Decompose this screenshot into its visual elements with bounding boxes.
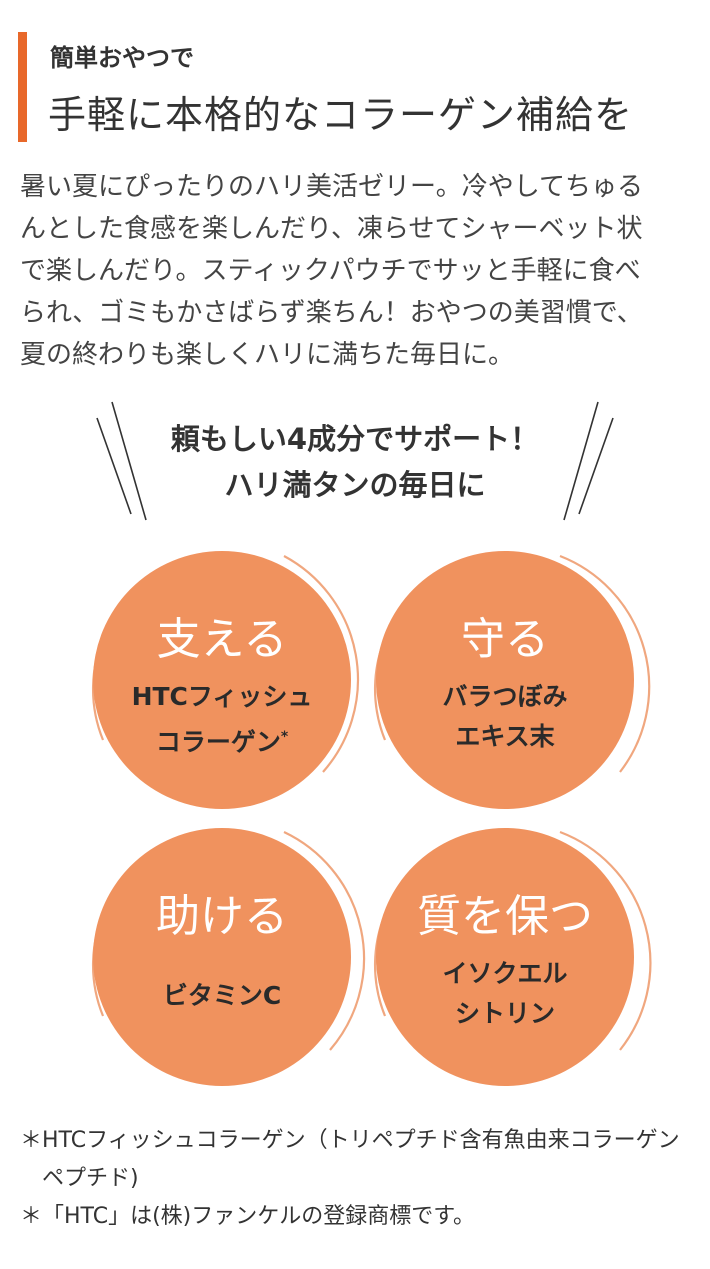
intro-line: 夏の終わりも楽しくハリに満ちた毎日に。	[20, 340, 515, 370]
ingredient-name-line: イソクエル	[442, 959, 568, 988]
ring-arc	[283, 831, 366, 1051]
ingredient-circle-collagen: 支える HTCフィッシュ コラーゲン*	[93, 551, 351, 809]
ingredient-name-line: バラつぼみ	[442, 682, 568, 711]
page-title: 手軽に本格的なコラーゲン補給を	[48, 93, 634, 137]
ingredient-circle-isoquercitrin: 質を保つ イソクエル シトリン	[376, 828, 634, 1086]
ingredient-name-line: シトリン	[454, 999, 555, 1028]
lead-heading: 頼もしい4成分でサポート！ ハリ満タンの毎日に	[0, 416, 710, 508]
accent-line-left	[111, 401, 147, 521]
footnotes: ＊ HTCフィッシュコラーゲン（トリペプチド含有魚由来コラーゲンペプチド) ＊ …	[20, 1122, 700, 1236]
footnote-mark: ＊	[20, 1204, 43, 1229]
ingredient-circle-rose: 守る バラつぼみ エキス末	[376, 551, 634, 809]
ingredient-name: HTCフィッシュ コラーゲン*	[93, 677, 351, 762]
footnote: ＊ HTCフィッシュコラーゲン（トリペプチド含有魚由来コラーゲンペプチド)	[20, 1122, 700, 1198]
ingredient-name-line: HTCフィッシュ	[131, 682, 313, 711]
footnote-text: 「HTC」は(株)ファンケルの登録商標です。	[42, 1204, 476, 1229]
lead-line: 頼もしい4成分でサポート！	[170, 422, 540, 456]
intro-line: 暑い夏にぴったりのハリ美活ゼリー。冷やしてちゅる	[20, 172, 643, 202]
footnote: ＊ 「HTC」は(株)ファンケルの登録商標です。	[20, 1198, 700, 1236]
ingredient-name: バラつぼみ エキス末	[376, 677, 634, 757]
footnote-mark: *	[280, 729, 289, 745]
ingredient-name: イソクエル シトリン	[376, 954, 634, 1034]
ingredient-name-line: コラーゲン*	[155, 727, 289, 757]
accent-line-left	[96, 417, 132, 515]
footnote-text: HTCフィッシュコラーゲン（トリペプチド含有魚由来コラーゲンペプチド)	[42, 1128, 680, 1191]
footnote-mark: ＊	[20, 1128, 43, 1153]
lead-line: ハリ満タンの毎日に	[224, 468, 486, 502]
ingredient-name-line: ビタミンC	[162, 981, 282, 1010]
section-subtitle: 簡単おやつで	[50, 44, 194, 72]
ingredient-verb: 守る	[461, 614, 549, 665]
ring-arc	[559, 554, 651, 773]
ingredient-verb: 支える	[156, 614, 288, 665]
accent-bar	[18, 32, 27, 142]
intro-paragraph: 暑い夏にぴったりのハリ美活ゼリー。冷やしてちゅる んとした食感を楽しんだり、凍ら…	[20, 166, 696, 376]
ring-arc	[559, 830, 652, 1051]
ingredient-verb: 助ける	[156, 891, 288, 942]
intro-line: んとした食感を楽しんだり、凍らせてシャーベット状	[20, 214, 643, 244]
intro-line: で楽しんだり。スティックパウチでサッと手軽に食べ	[20, 256, 641, 286]
ingredient-name: ビタミンC	[93, 976, 351, 1016]
accent-line-right	[563, 401, 599, 521]
ingredient-name-line: エキス末	[455, 722, 555, 751]
ring-arc	[283, 555, 359, 773]
intro-line: られ、ゴミもかさばらず楽ちん！おやつの美習慣で、	[20, 298, 643, 328]
ingredient-verb: 質を保つ	[417, 891, 593, 942]
accent-line-right	[578, 417, 614, 515]
ingredient-circle-vitamin-c: 助ける ビタミンC	[93, 828, 351, 1086]
